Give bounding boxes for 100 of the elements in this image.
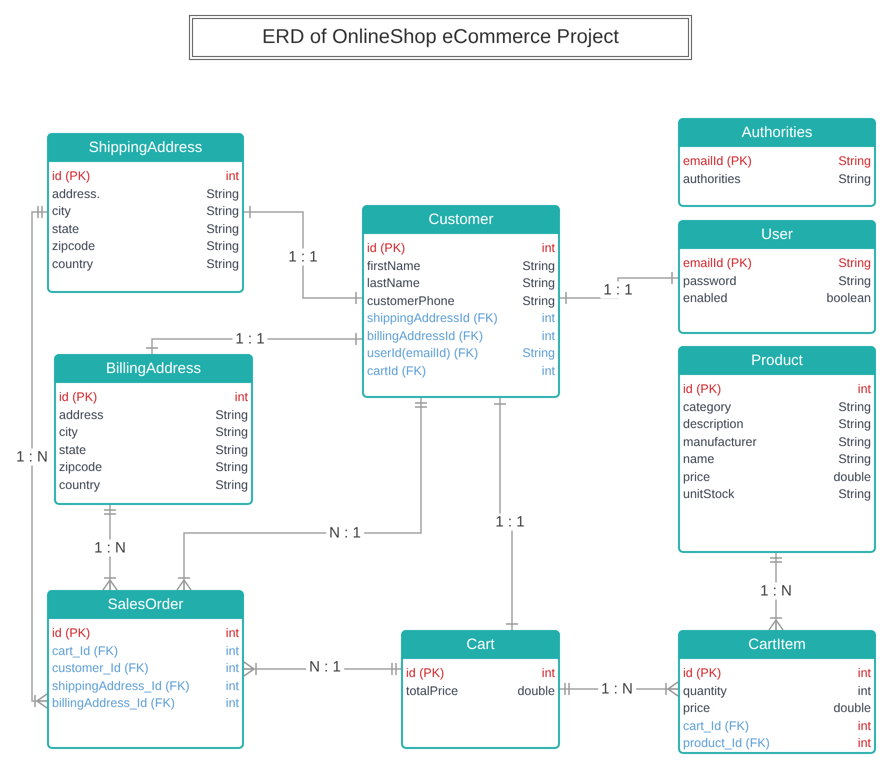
attribute-type: int — [226, 168, 239, 184]
attribute-name: address — [59, 406, 104, 422]
entity-table — [678, 630, 876, 754]
attribute-name: cart_Id (FK) — [52, 642, 118, 658]
attribute-type: String — [838, 398, 871, 414]
attribute-type: String — [522, 345, 555, 361]
attribute-type: int — [542, 665, 555, 681]
attribute-type: String — [206, 186, 239, 202]
attribute-type: String — [838, 153, 871, 169]
attribute-name: country — [52, 256, 93, 272]
attribute-name: cartId (FK) — [367, 362, 426, 378]
attribute-name: emailId (PK) — [683, 255, 752, 271]
attribute-name: id (PK) — [59, 389, 98, 405]
attribute-name: description — [683, 416, 744, 432]
entity-title: Customer — [362, 205, 560, 234]
attribute-type: String — [215, 406, 248, 422]
attribute-name: authorities — [683, 170, 741, 186]
attribute-type: int — [542, 240, 555, 256]
attribute-type: int — [858, 682, 871, 698]
attribute-type: int — [858, 718, 871, 734]
attribute-type: boolean — [826, 290, 871, 306]
attribute-name: id (PK) — [683, 665, 722, 681]
attribute-type: double — [517, 682, 555, 698]
entity-table — [678, 118, 876, 207]
attribute-name: enabled — [683, 290, 728, 306]
attribute-name: totalPrice — [406, 682, 458, 698]
attribute-name: quantity — [683, 682, 727, 698]
attribute-name: zipcode — [59, 459, 102, 475]
attribute-name: id (PK) — [406, 665, 444, 681]
entity-title: Authorities — [678, 118, 876, 147]
attribute-type: int — [542, 362, 555, 378]
relationship-line — [560, 271, 678, 305]
attribute-name: password — [683, 272, 736, 288]
attribute-type: String — [206, 203, 239, 219]
entity-title: Cart — [401, 630, 560, 659]
entity-table — [47, 590, 244, 749]
attribute-name: emailId (PK) — [683, 153, 752, 169]
entity-table — [54, 354, 253, 505]
attribute-type: double — [833, 700, 871, 716]
attribute-type: String — [215, 476, 248, 492]
attribute-type: String — [838, 434, 871, 450]
attribute-type: int — [858, 735, 871, 751]
relationship-line — [244, 205, 362, 305]
attribute-type: int — [226, 660, 239, 676]
attribute-type: String — [838, 170, 871, 186]
attribute-type: String — [215, 424, 248, 440]
relationship-line — [176, 398, 428, 591]
attribute-name: price — [683, 700, 710, 716]
attribute-name: id (PK) — [52, 168, 90, 184]
entity-title: BillingAddress — [54, 354, 253, 383]
attribute-type: String — [838, 416, 871, 432]
attribute-name: shippingAddress_Id (FK) — [52, 678, 190, 694]
attribute-type: int — [858, 381, 871, 397]
attribute-type: int — [234, 389, 248, 405]
attribute-type: int — [226, 642, 239, 658]
entity-title: SalesOrder — [47, 590, 244, 619]
entity-title: Product — [678, 346, 876, 375]
attribute-type: int — [858, 665, 871, 681]
attribute-type: int — [226, 695, 239, 711]
attribute-type: double — [833, 468, 871, 484]
attribute-type: String — [838, 255, 871, 271]
attribute-name: product_Id (FK) — [683, 735, 770, 751]
attribute-name: city — [59, 424, 78, 440]
attribute-type: String — [206, 238, 239, 254]
attribute-name: firstName — [367, 258, 420, 274]
relationship-line — [493, 398, 519, 630]
attribute-type: String — [206, 220, 239, 236]
attribute-type: String — [215, 459, 248, 475]
entity-title: User — [678, 220, 876, 249]
attribute-type: String — [215, 442, 248, 458]
entity-title: CartItem — [678, 630, 876, 659]
attribute-type: String — [838, 486, 871, 502]
attribute-name: state — [59, 442, 86, 458]
attribute-name: zipcode — [52, 238, 96, 254]
attribute-type: int — [226, 678, 239, 694]
attribute-name: city — [52, 203, 71, 219]
attribute-type: String — [522, 258, 555, 274]
attribute-name: id (PK) — [683, 381, 722, 397]
entity-title: ShippingAddress — [47, 133, 244, 162]
attribute-name: price — [683, 468, 710, 484]
attribute-type: String — [838, 451, 871, 467]
attribute-type: int — [542, 310, 555, 326]
attribute-name: cart_Id (FK) — [683, 718, 749, 734]
attribute-name: lastName — [367, 275, 420, 291]
attribute-name: state — [52, 220, 80, 236]
attribute-name: customer_Id (FK) — [52, 660, 149, 676]
attribute-name: country — [59, 476, 100, 492]
attribute-name: shippingAddressId (FK) — [367, 310, 498, 326]
attribute-type: int — [542, 328, 555, 344]
relationship-line — [31, 205, 48, 709]
attribute-name: id (PK) — [52, 625, 90, 641]
attribute-type: String — [522, 292, 555, 308]
attribute-type: String — [838, 272, 871, 288]
attribute-type: int — [226, 625, 239, 641]
attribute-name: manufacturer — [683, 434, 757, 450]
attribute-type: String — [206, 256, 239, 272]
attribute-name: unitStock — [683, 486, 734, 502]
attribute-name: billingAddress_Id (FK) — [52, 695, 175, 711]
entity-table — [678, 220, 876, 334]
attribute-name: name — [683, 451, 714, 467]
